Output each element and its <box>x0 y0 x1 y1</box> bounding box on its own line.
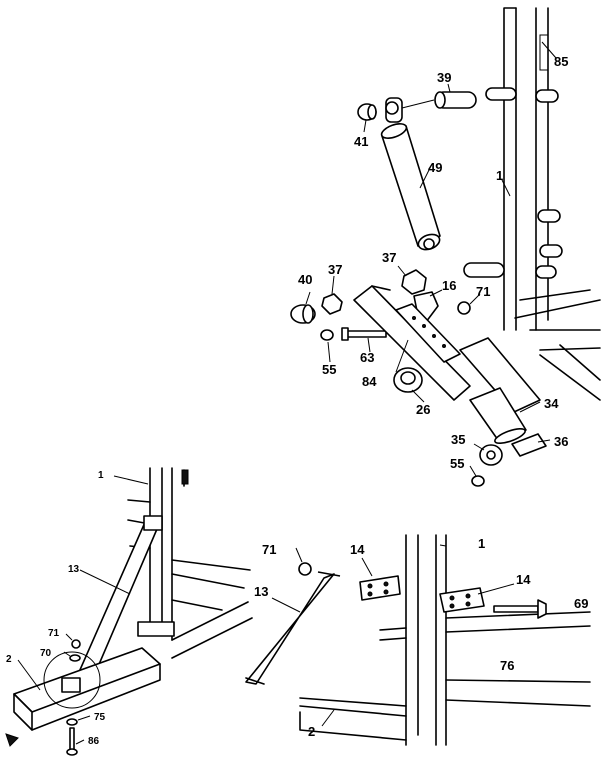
callout-76: 76 <box>500 658 514 673</box>
callout-71: 71 <box>262 542 276 557</box>
lock-nut <box>298 562 312 576</box>
upright-post <box>503 7 549 331</box>
callout-55: 55 <box>450 456 464 471</box>
callout-1: 1 <box>98 470 104 481</box>
callout-1: 1 <box>496 168 503 183</box>
bracket <box>439 587 485 613</box>
direction-arrow <box>5 733 19 747</box>
upright-post <box>405 534 447 746</box>
callout-49: 49 <box>428 160 442 175</box>
callout-13: 13 <box>254 584 268 599</box>
callout-13: 13 <box>68 564 80 575</box>
lock-nut <box>457 301 471 315</box>
small-fasteners <box>66 639 81 756</box>
frame-rails <box>127 499 253 659</box>
callout-2: 2 <box>6 654 12 665</box>
callout-71: 71 <box>476 284 490 299</box>
cross-members <box>299 611 591 741</box>
bolt <box>493 599 547 619</box>
callout-84: 84 <box>362 374 377 389</box>
callout-40: 40 <box>298 272 312 287</box>
sleeve-part <box>434 91 477 109</box>
end-cap <box>357 103 377 121</box>
upright-post <box>149 467 189 641</box>
base-tube <box>13 647 161 731</box>
brace <box>245 573 335 685</box>
tube-end-cap <box>511 433 547 457</box>
callout-35: 35 <box>451 432 465 447</box>
callout-14: 14 <box>516 572 531 587</box>
washer <box>471 475 485 487</box>
callout-69: 69 <box>574 596 588 611</box>
front-leg-tube <box>459 337 541 445</box>
leader-line <box>317 571 341 577</box>
callout-85: 85 <box>554 54 568 69</box>
callout-71: 71 <box>48 628 60 639</box>
wheel <box>479 444 503 466</box>
shock-absorber <box>380 97 441 251</box>
callout-34: 34 <box>544 396 559 411</box>
detail-circle <box>43 651 101 709</box>
callout-14: 14 <box>350 542 365 557</box>
pivot-arm <box>353 285 471 401</box>
callout-2: 2 <box>308 724 315 739</box>
pop-pin-knob <box>290 304 316 324</box>
leader-lines <box>17 41 557 745</box>
hex-nut <box>321 293 343 315</box>
callout-70: 70 <box>40 648 52 659</box>
brace-foot <box>245 677 265 685</box>
callout-26: 26 <box>416 402 430 417</box>
callout-37: 37 <box>382 250 396 265</box>
washer <box>320 329 334 341</box>
callout-labels: 85 39 41 49 1 37 37 40 16 71 55 63 84 26… <box>6 54 588 747</box>
weight-horns <box>463 87 563 279</box>
callout-41: 41 <box>354 134 368 149</box>
callout-55: 55 <box>322 362 336 377</box>
callout-75: 75 <box>94 712 106 723</box>
hex-nut <box>401 269 427 295</box>
callout-36: 36 <box>554 434 568 449</box>
roller <box>393 367 423 393</box>
left-frame-assembly <box>5 467 253 756</box>
callout-39: 39 <box>437 70 451 85</box>
callout-16: 16 <box>442 278 456 293</box>
bracket <box>359 575 401 601</box>
top-assembly <box>290 7 601 487</box>
callout-63: 63 <box>360 350 374 365</box>
bolt <box>341 327 387 341</box>
callout-1: 1 <box>478 536 485 551</box>
callout-37: 37 <box>328 262 342 277</box>
floor-rails <box>514 289 601 401</box>
bracket-detail-assembly <box>245 534 591 746</box>
callout-86: 86 <box>88 736 100 747</box>
